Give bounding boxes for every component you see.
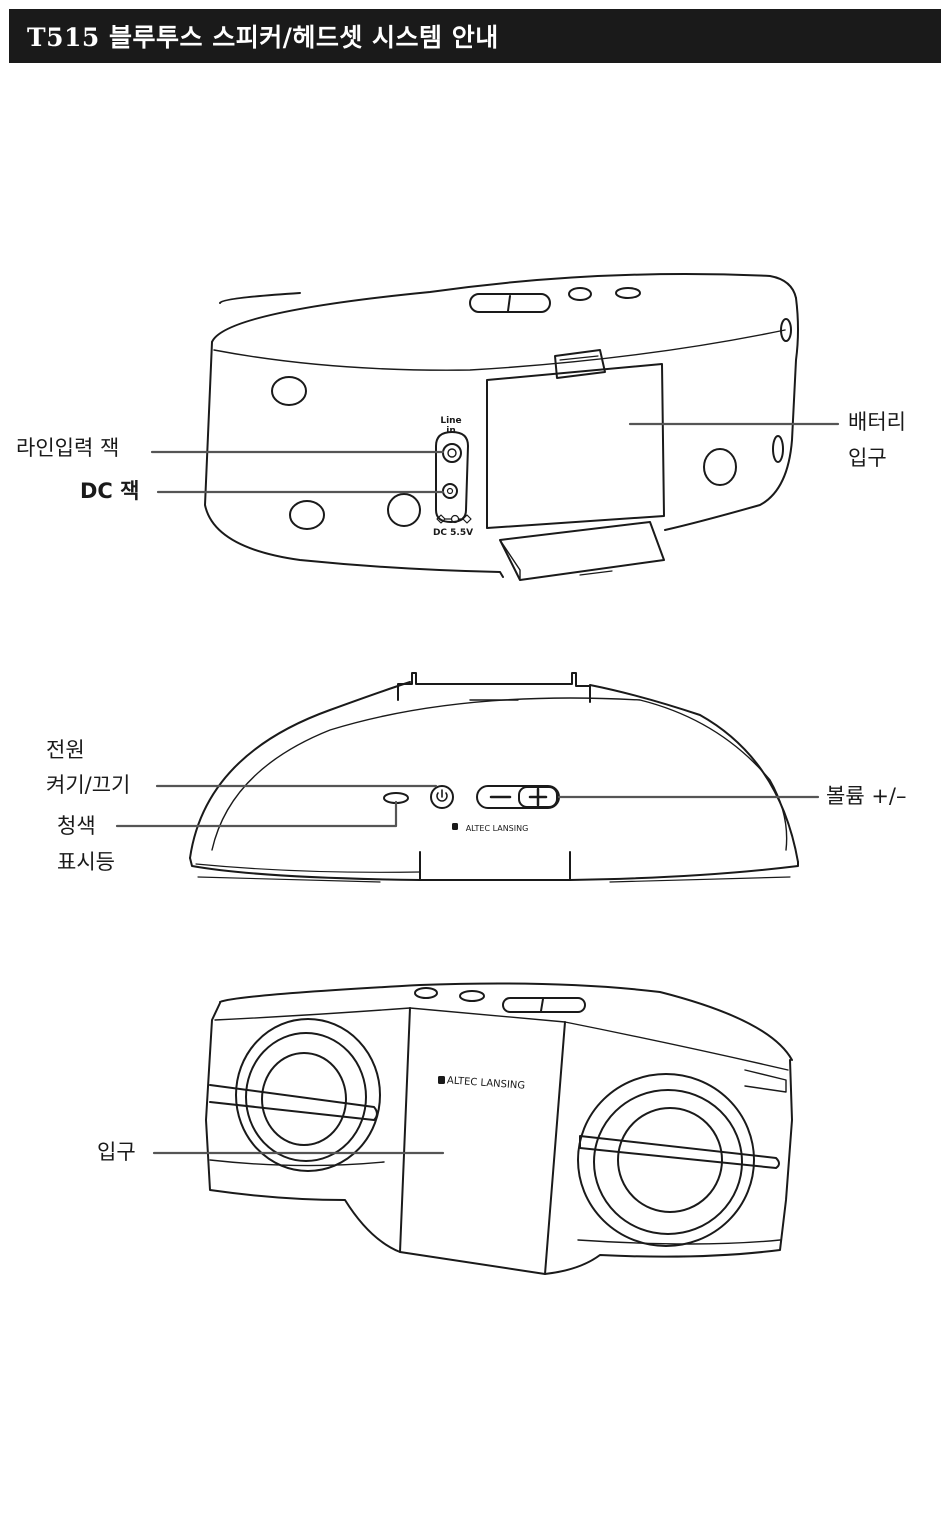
back-view-leaders xyxy=(152,424,838,492)
callout-power-2: 켜기/끄기 xyxy=(46,775,130,796)
power-icon xyxy=(437,790,447,801)
callout-battery-1: 배터리 xyxy=(848,412,906,433)
dc-rating-print: DC 5.5V xyxy=(433,528,473,538)
callout-indicator-2: 표시등 xyxy=(57,852,115,873)
back-view-drawing xyxy=(205,274,798,580)
front-view-brand-print: ALTEC LANSING xyxy=(447,1075,526,1091)
callout-volume: 볼륨 +/– xyxy=(826,786,907,807)
line-in-print-2: in xyxy=(446,426,456,436)
callout-dc-jack: DC 잭 xyxy=(80,481,139,502)
callout-inlet: 입구 xyxy=(97,1142,136,1163)
callout-battery-2: 입구 xyxy=(848,448,887,469)
top-view-drawing xyxy=(190,673,798,882)
altec-logo-icon xyxy=(438,823,458,1084)
line-in-print-1: Line xyxy=(440,416,461,426)
front-view-drawing xyxy=(206,293,792,1274)
callout-line-in-jack: 라인입력 잭 xyxy=(16,438,119,459)
callout-indicator-1: 청색 xyxy=(57,816,96,837)
callout-power-1: 전원 xyxy=(46,740,85,761)
top-view-brand-print: ALTEC LANSING xyxy=(466,824,529,833)
